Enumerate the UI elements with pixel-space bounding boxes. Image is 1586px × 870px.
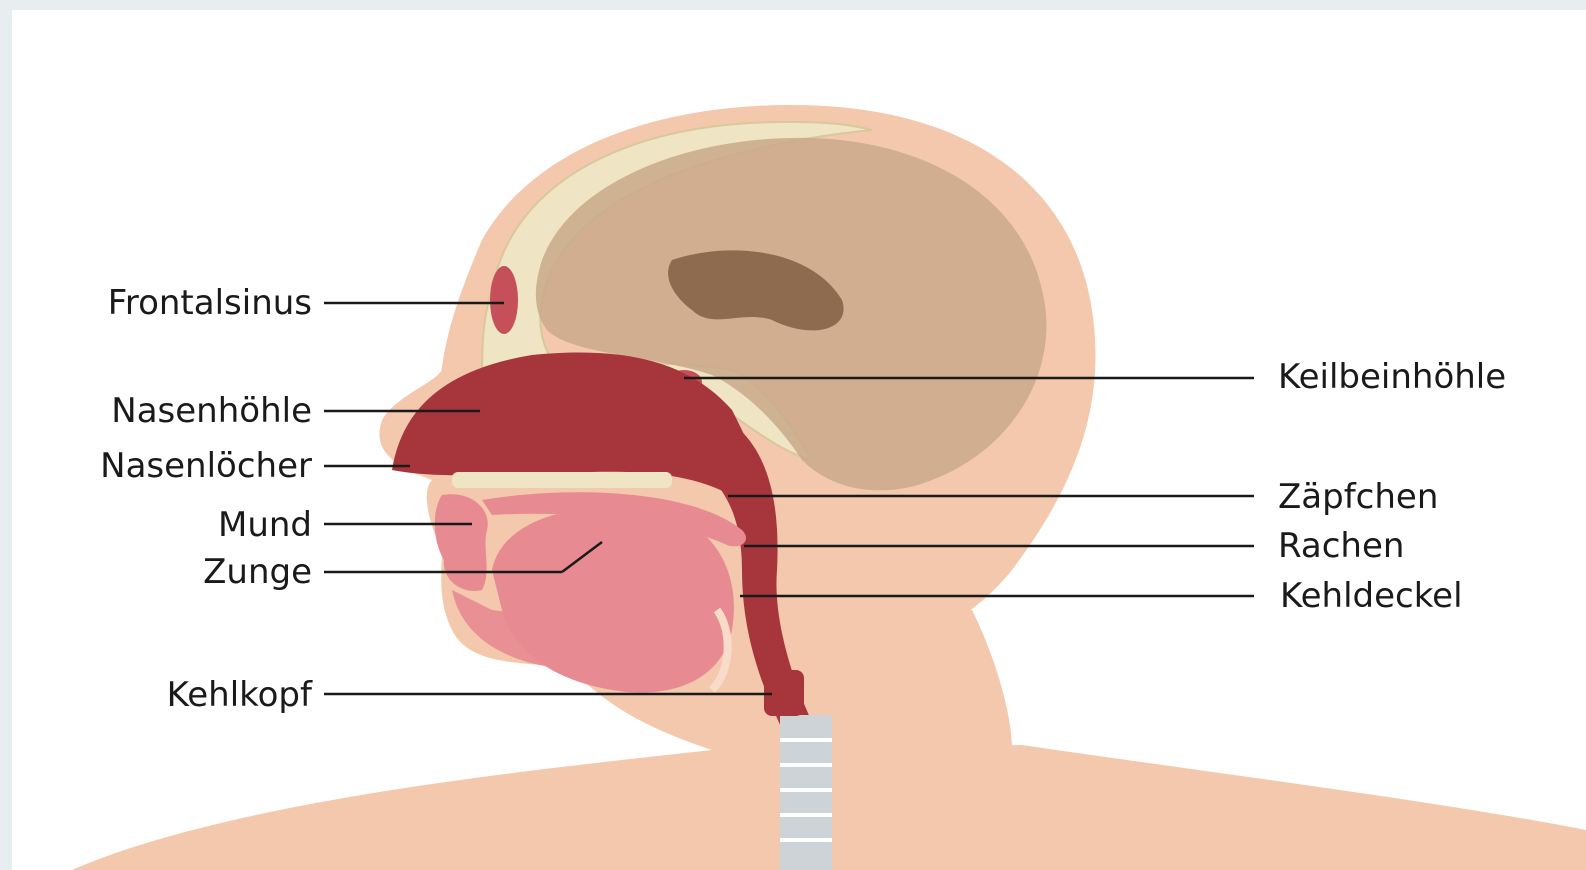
label-keilbeinhoehle: Keilbeinhöhle [1278, 360, 1506, 394]
tongue [492, 508, 734, 693]
label-kehldeckel: Kehldeckel [1280, 579, 1463, 613]
label-zunge: Zunge [12, 555, 312, 589]
label-rachen: Rachen [1278, 529, 1404, 563]
diagram-frame: Frontalsinus Nasenhöhle Nasenlöcher Mund… [12, 10, 1586, 870]
label-nasenhoehle: Nasenhöhle [12, 394, 312, 428]
label-nasenloecher: Nasenlöcher [12, 449, 312, 483]
label-zaepfchen: Zäpfchen [1278, 480, 1438, 514]
hard-palate [452, 472, 672, 488]
label-mund: Mund [12, 508, 312, 542]
label-frontalsinus: Frontalsinus [12, 286, 312, 320]
frontal-sinus [490, 266, 518, 334]
head-cross-section-illustration [12, 10, 1586, 870]
label-kehlkopf: Kehlkopf [12, 678, 312, 712]
